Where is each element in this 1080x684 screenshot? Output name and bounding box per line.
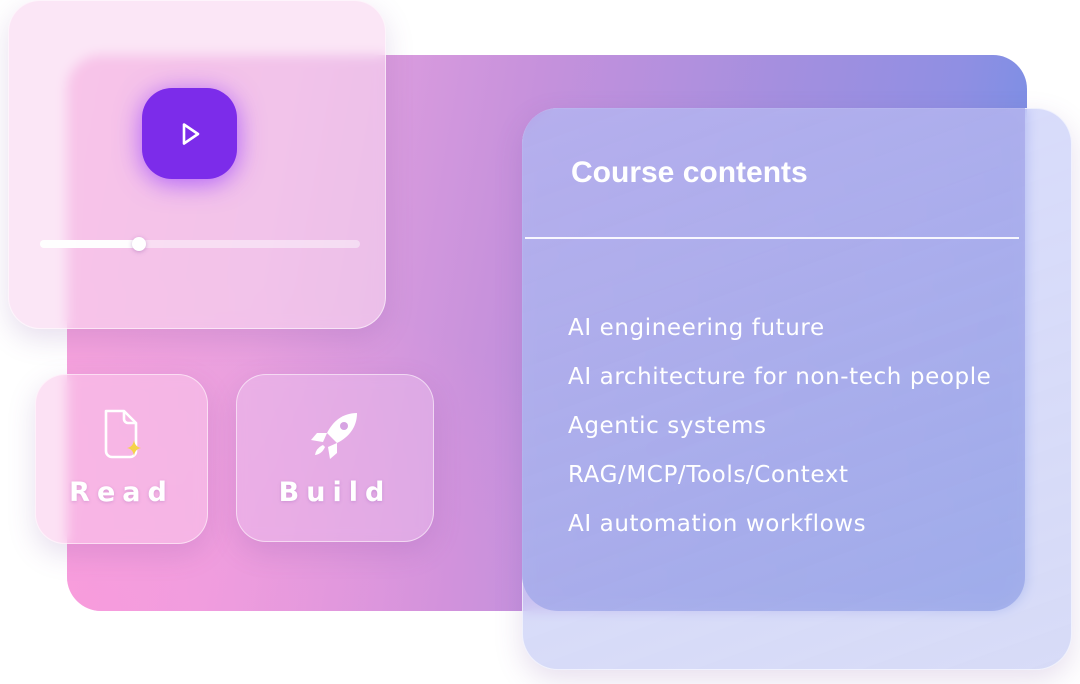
course-item: AI architecture for non-tech people bbox=[568, 364, 992, 390]
course-item: AI automation workflows bbox=[568, 511, 867, 537]
course-item: Agentic systems bbox=[568, 413, 767, 439]
course-item: RAG/MCP/Tools/Context bbox=[568, 462, 849, 488]
course-item: AI engineering future bbox=[568, 315, 825, 341]
read-tile[interactable]: Read bbox=[35, 374, 208, 544]
video-progress-fill bbox=[40, 240, 140, 248]
play-icon bbox=[182, 122, 199, 145]
document-sparkle-icon bbox=[96, 407, 148, 463]
course-contents-card: Course contents AI engineering future AI… bbox=[522, 108, 1025, 611]
course-contents-divider bbox=[525, 237, 1019, 239]
course-contents-list: AI engineering future AI architecture fo… bbox=[568, 304, 991, 549]
read-tile-label: Read bbox=[69, 477, 174, 508]
course-contents-title: Course contents bbox=[571, 156, 808, 189]
video-progress-slider[interactable] bbox=[40, 237, 360, 251]
video-progress-thumb[interactable] bbox=[132, 237, 147, 251]
build-tile[interactable]: Build bbox=[236, 374, 434, 542]
rocket-icon bbox=[307, 407, 363, 463]
build-tile-label: Build bbox=[278, 477, 392, 508]
video-player-card bbox=[8, 0, 386, 329]
play-button[interactable] bbox=[142, 88, 237, 179]
